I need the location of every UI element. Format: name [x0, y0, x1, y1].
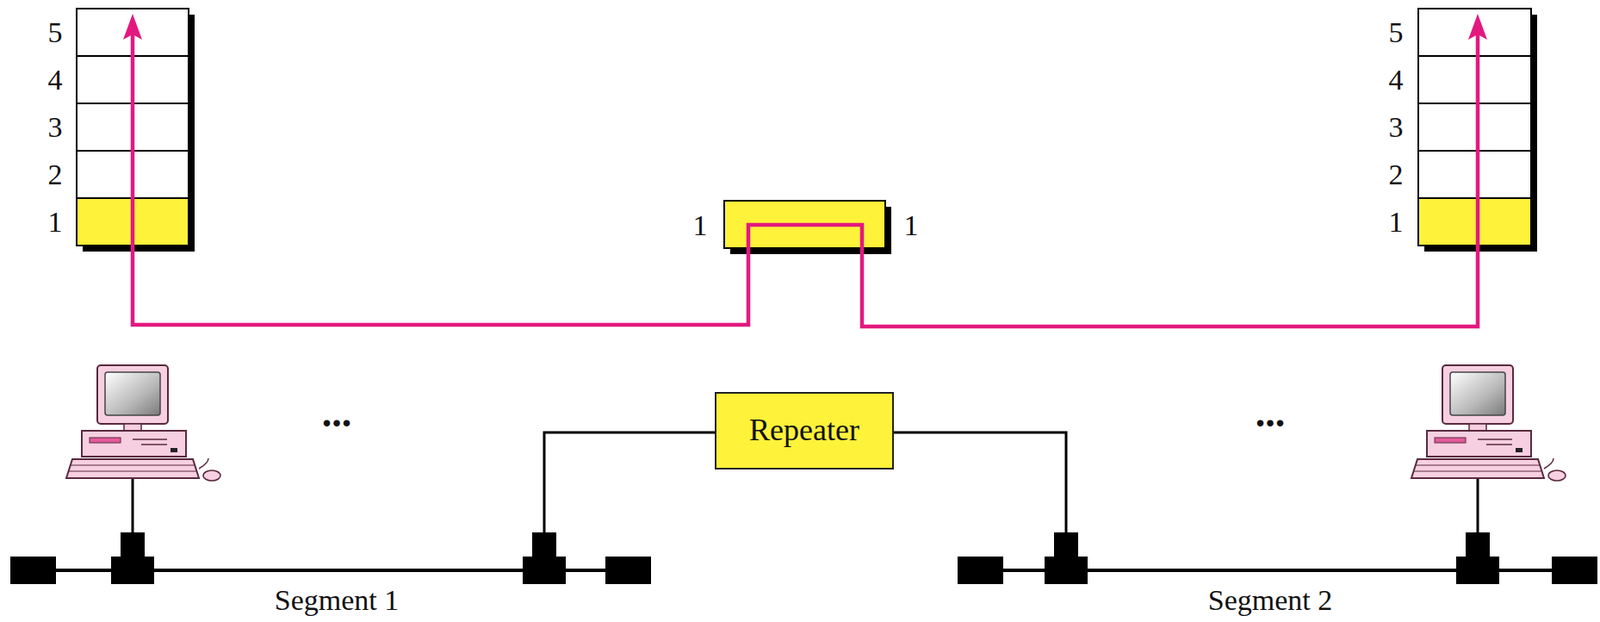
- bus-segment: [957, 532, 1598, 584]
- layer-number: 1: [904, 210, 919, 241]
- ellipsis: ...: [322, 393, 353, 434]
- layer-number: 5: [48, 18, 63, 48]
- segment-label: Segment 2: [1208, 585, 1333, 615]
- layer-number: 2: [48, 160, 63, 190]
- computer: [1411, 365, 1566, 481]
- layer-number: 5: [1389, 18, 1404, 48]
- layer-number: 3: [1389, 112, 1404, 143]
- layer-number: 1: [1389, 207, 1404, 237]
- layer-number: 1: [48, 207, 63, 237]
- data-path: [123, 13, 1488, 327]
- computer: [66, 365, 221, 481]
- layer-number: 2: [1389, 160, 1404, 190]
- segment-label: Segment 1: [274, 585, 399, 615]
- repeater-box: Repeater: [714, 391, 894, 470]
- ellipsis: ...: [1255, 393, 1286, 434]
- layer-number: 3: [48, 112, 63, 143]
- box-label: Repeater: [749, 413, 860, 448]
- layer-number: 1: [693, 210, 708, 241]
- layer-number: 4: [48, 65, 63, 95]
- layer-number: 4: [1389, 65, 1404, 95]
- bus-segment: [10, 532, 652, 584]
- layer-stack: [76, 8, 195, 252]
